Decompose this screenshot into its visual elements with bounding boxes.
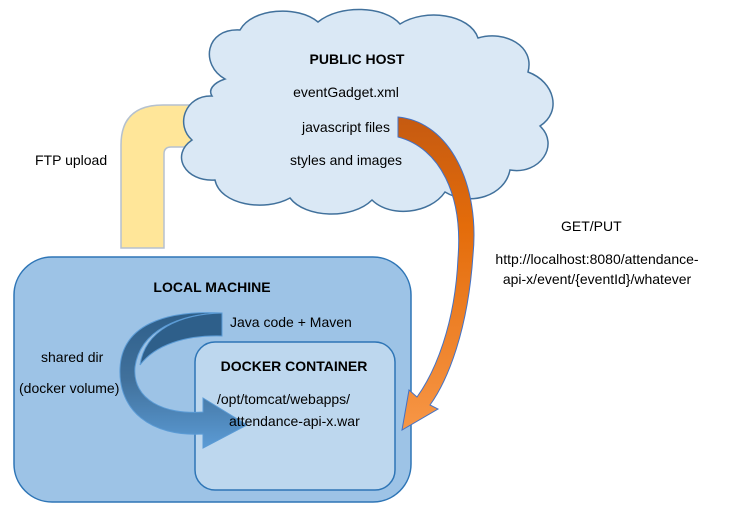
shared-dir-label: shared dir (41, 349, 104, 365)
public-host-cloud (180, 8, 554, 215)
request-method-label: GET/PUT (561, 218, 622, 234)
shared-dir-arrow-top (139, 312, 223, 366)
source-label: Java code + Maven (230, 314, 352, 330)
public-host-title: PUBLIC HOST (310, 51, 405, 67)
request-url-line2: api-x/event/{eventId}/whatever (503, 271, 692, 287)
cloud-item-styles-images: styles and images (290, 152, 402, 168)
cloud-item-event-gadget: eventGadget.xml (293, 84, 399, 100)
local-machine-title: LOCAL MACHINE (153, 279, 270, 295)
docker-volume-label: (docker volume) (19, 380, 119, 396)
docker-container-title: DOCKER CONTAINER (221, 358, 368, 374)
request-arrow (397, 116, 475, 431)
cloud-item-javascript-files: javascript files (301, 119, 390, 135)
war-path-line2: attendance-api-x.war (229, 413, 360, 429)
war-path-line1: /opt/tomcat/webapps/ (217, 391, 350, 407)
ftp-upload-label: FTP upload (35, 152, 107, 168)
request-url-line1: http://localhost:8080/attendance- (495, 251, 698, 267)
shared-dir-arrow (119, 312, 249, 449)
